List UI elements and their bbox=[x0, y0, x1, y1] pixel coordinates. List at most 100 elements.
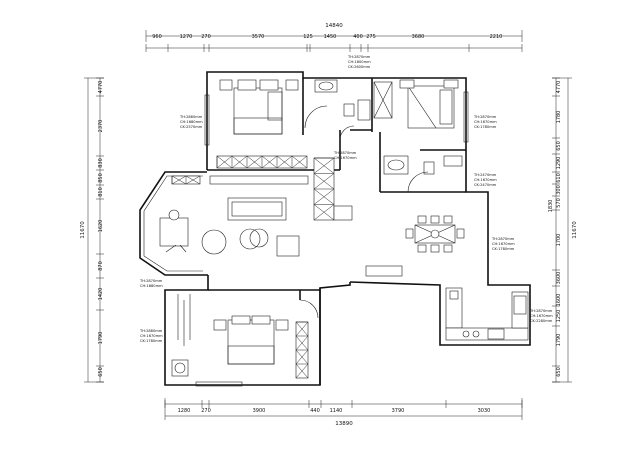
dining-area: TH:2870mm CH:1670mm CK:1780mm bbox=[365, 215, 515, 277]
top-segment-7: 400 bbox=[353, 34, 363, 40]
dining-centerpiece bbox=[430, 229, 440, 239]
bottom-segment-7: 3030 bbox=[478, 408, 491, 414]
left-segment-4: 850 bbox=[98, 173, 104, 183]
bath-door-swing bbox=[304, 105, 328, 129]
washer-drum bbox=[174, 362, 186, 374]
stove-1 bbox=[462, 330, 470, 338]
bed3-note-1: TH:2880mm bbox=[139, 329, 163, 333]
chair-6 bbox=[443, 244, 453, 253]
kitchen: TH:2870mm CH:1670mm CK:2280mm bbox=[445, 287, 553, 341]
master-note-3: CK:2570mm bbox=[180, 125, 203, 129]
bed2-note-1: TH:2870mm bbox=[473, 115, 497, 119]
left-segment-1: 4770 bbox=[98, 81, 104, 94]
bed2-note-2: CH:1670mm bbox=[474, 120, 497, 124]
right-segment-2: 1780 bbox=[556, 111, 562, 124]
bottom-bedroom: TH:2880mm CH:1670mm CK:1780mm bbox=[139, 294, 319, 387]
fridge bbox=[487, 328, 505, 340]
right-segment-3: 650 bbox=[556, 141, 562, 151]
top-bathroom: TH:2870mm CH:1800mm CK:2600mm TH:2870mm … bbox=[304, 55, 393, 160]
chair-5 bbox=[430, 244, 440, 253]
right-dimension-chain: 4770 1780 650 1290 610 300 570 1700 3600… bbox=[548, 77, 578, 383]
coffee-table-3 bbox=[249, 228, 269, 248]
living-note-2: CH:1880mm bbox=[140, 284, 163, 288]
bath2-note-3: CK:2470mm bbox=[474, 183, 497, 187]
left-segment-2: 2370 bbox=[98, 120, 104, 133]
drafting-line bbox=[276, 155, 293, 169]
drafting-line bbox=[295, 349, 309, 365]
living-room: TH:2870mm CH:1880mm bbox=[139, 197, 300, 288]
top-segment-10: 2210 bbox=[490, 34, 503, 40]
master-note-2: CH:1680mm bbox=[180, 120, 203, 124]
top-total-label: 14840 bbox=[325, 23, 343, 29]
top-segment-9: 3680 bbox=[412, 34, 425, 40]
left-segment-5: 810 bbox=[98, 187, 104, 197]
master-note-1: TH:2860mm bbox=[179, 115, 203, 119]
kitchen-counter-bottom bbox=[445, 327, 529, 341]
drafting-line bbox=[261, 155, 278, 169]
bath2-note-2: CH:1670mm bbox=[474, 178, 497, 182]
tv-cabinet bbox=[209, 175, 309, 185]
bed bbox=[233, 87, 283, 135]
bath-shelf bbox=[357, 99, 371, 121]
right-segment-5: 610 bbox=[556, 173, 562, 183]
second-bedroom: TH:2870mm CH:1670mm CK:1780mm bbox=[399, 79, 497, 143]
toilet bbox=[343, 103, 355, 117]
left-segment-6: 1620 bbox=[98, 220, 104, 233]
top-segment-4: 3570 bbox=[252, 34, 265, 40]
chair-7 bbox=[405, 228, 414, 239]
bed-3 bbox=[227, 319, 275, 365]
drafting-line bbox=[295, 335, 309, 351]
drafting-line bbox=[291, 155, 308, 169]
drafting-line bbox=[313, 188, 335, 205]
bottom-segment-2: 270 bbox=[201, 408, 211, 414]
top-segment-1: 960 bbox=[152, 34, 162, 40]
right-mid-label: 1830 bbox=[548, 200, 554, 213]
right-segment-11: 1250 bbox=[556, 310, 562, 323]
bottom-total-label: 13890 bbox=[335, 421, 353, 427]
right-segment-10: 1600 bbox=[556, 294, 562, 307]
nightstand-right bbox=[285, 79, 299, 91]
drafting-line bbox=[295, 363, 309, 379]
dining-note-1: TH:2870mm bbox=[491, 237, 515, 241]
bottom-segment-6: 3790 bbox=[392, 408, 405, 414]
drafting-line bbox=[231, 155, 248, 169]
left-segment-10: 650 bbox=[98, 367, 104, 377]
chair-4 bbox=[417, 244, 427, 253]
nightstand-4 bbox=[213, 319, 227, 331]
right-segment-8: 1700 bbox=[556, 234, 562, 247]
right-segment-4: 1290 bbox=[556, 157, 562, 170]
wardrobe-hatch bbox=[216, 155, 308, 169]
right-bathroom: TH:2470mm CH:1670mm CK:2470mm bbox=[383, 155, 497, 193]
ottoman bbox=[276, 235, 300, 257]
sink-2 bbox=[387, 159, 405, 171]
bed2-note-3: CK:1780mm bbox=[474, 125, 497, 129]
pillow-3a bbox=[231, 315, 251, 325]
drafting-line bbox=[185, 175, 201, 185]
right-segment-7: 570 bbox=[556, 198, 562, 208]
left-segment-7: 870 bbox=[98, 261, 104, 271]
drafting-line bbox=[295, 321, 309, 337]
left-total-label: 11670 bbox=[80, 221, 86, 239]
bottom-dimension-chain: 1280 270 3900 440 1140 3790 3030 13890 bbox=[164, 398, 523, 427]
top-segment-2: 1270 bbox=[180, 34, 193, 40]
bed3-note-2: CH:1670mm bbox=[140, 334, 163, 338]
armchair bbox=[159, 217, 189, 247]
entry-cabinet bbox=[313, 157, 353, 221]
bottom-segment-3: 3900 bbox=[253, 408, 266, 414]
drafting-line bbox=[216, 155, 233, 169]
bed-blanket bbox=[233, 117, 283, 135]
drafting-line bbox=[313, 157, 335, 174]
nightstand-5 bbox=[275, 319, 289, 331]
sofa bbox=[227, 197, 287, 221]
chair-2 bbox=[430, 215, 440, 224]
bed3-note-3: CK:1780mm bbox=[140, 339, 163, 343]
sofa-seat bbox=[231, 201, 283, 217]
top-segment-5: 125 bbox=[303, 34, 313, 40]
vanity-2 bbox=[383, 155, 409, 175]
bath2-door-swing bbox=[407, 171, 429, 193]
sink bbox=[318, 81, 334, 91]
top-segment-6: 1450 bbox=[324, 34, 337, 40]
drafting-line bbox=[246, 155, 263, 169]
bottom-segment-4: 440 bbox=[310, 408, 320, 414]
right-segment-13: 650 bbox=[556, 367, 562, 377]
